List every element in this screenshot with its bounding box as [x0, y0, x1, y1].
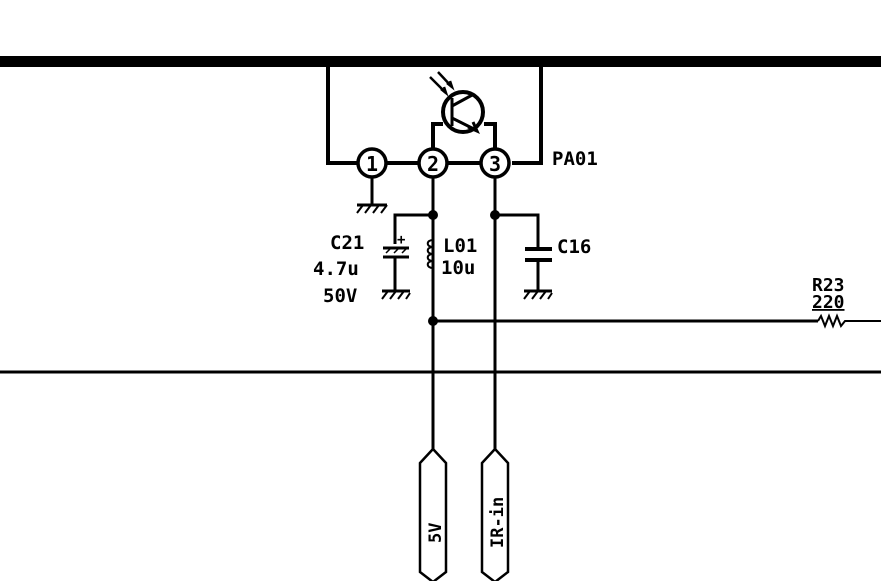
capacitor-c16 [495, 213, 553, 300]
l01-ref-label: L01 [443, 235, 477, 257]
connector-ref-label: PA01 [552, 148, 598, 170]
connector-pin-1: 1 [356, 147, 388, 179]
r23-ref-label: R23 [812, 275, 845, 296]
phototransistor-icon [429, 71, 497, 150]
pin-1-label: 1 [366, 152, 378, 176]
top-bus-bar [0, 56, 881, 67]
connector-pin-3: 3 [479, 147, 511, 179]
capacitor-c21 [381, 213, 433, 300]
inductor-l01 [426, 239, 434, 269]
net-flag-ir-in-label: IR-in [488, 497, 508, 548]
pin-3-label: 3 [489, 152, 501, 176]
net-flag-ir-in: IR-in [480, 447, 510, 581]
connector-pin-2: 2 [417, 147, 449, 179]
c21-polarity-mark: + [397, 232, 405, 248]
connector-frame [326, 66, 543, 165]
net-flag-5v-label: 5V [426, 523, 446, 543]
pin1-ground [356, 177, 388, 214]
pin-2-label: 2 [427, 152, 439, 176]
c21-ref-label: C21 [330, 232, 364, 254]
resistor-r23 [817, 313, 881, 329]
net-flag-5v: 5V [418, 447, 448, 581]
c21-value-label: 4.7u [313, 258, 359, 280]
l01-value-label: 10u [441, 257, 475, 279]
c16-ref-label: C16 [557, 236, 591, 258]
r23-value-label: 220 [812, 292, 845, 313]
c21-voltage-label: 50V [323, 285, 357, 307]
